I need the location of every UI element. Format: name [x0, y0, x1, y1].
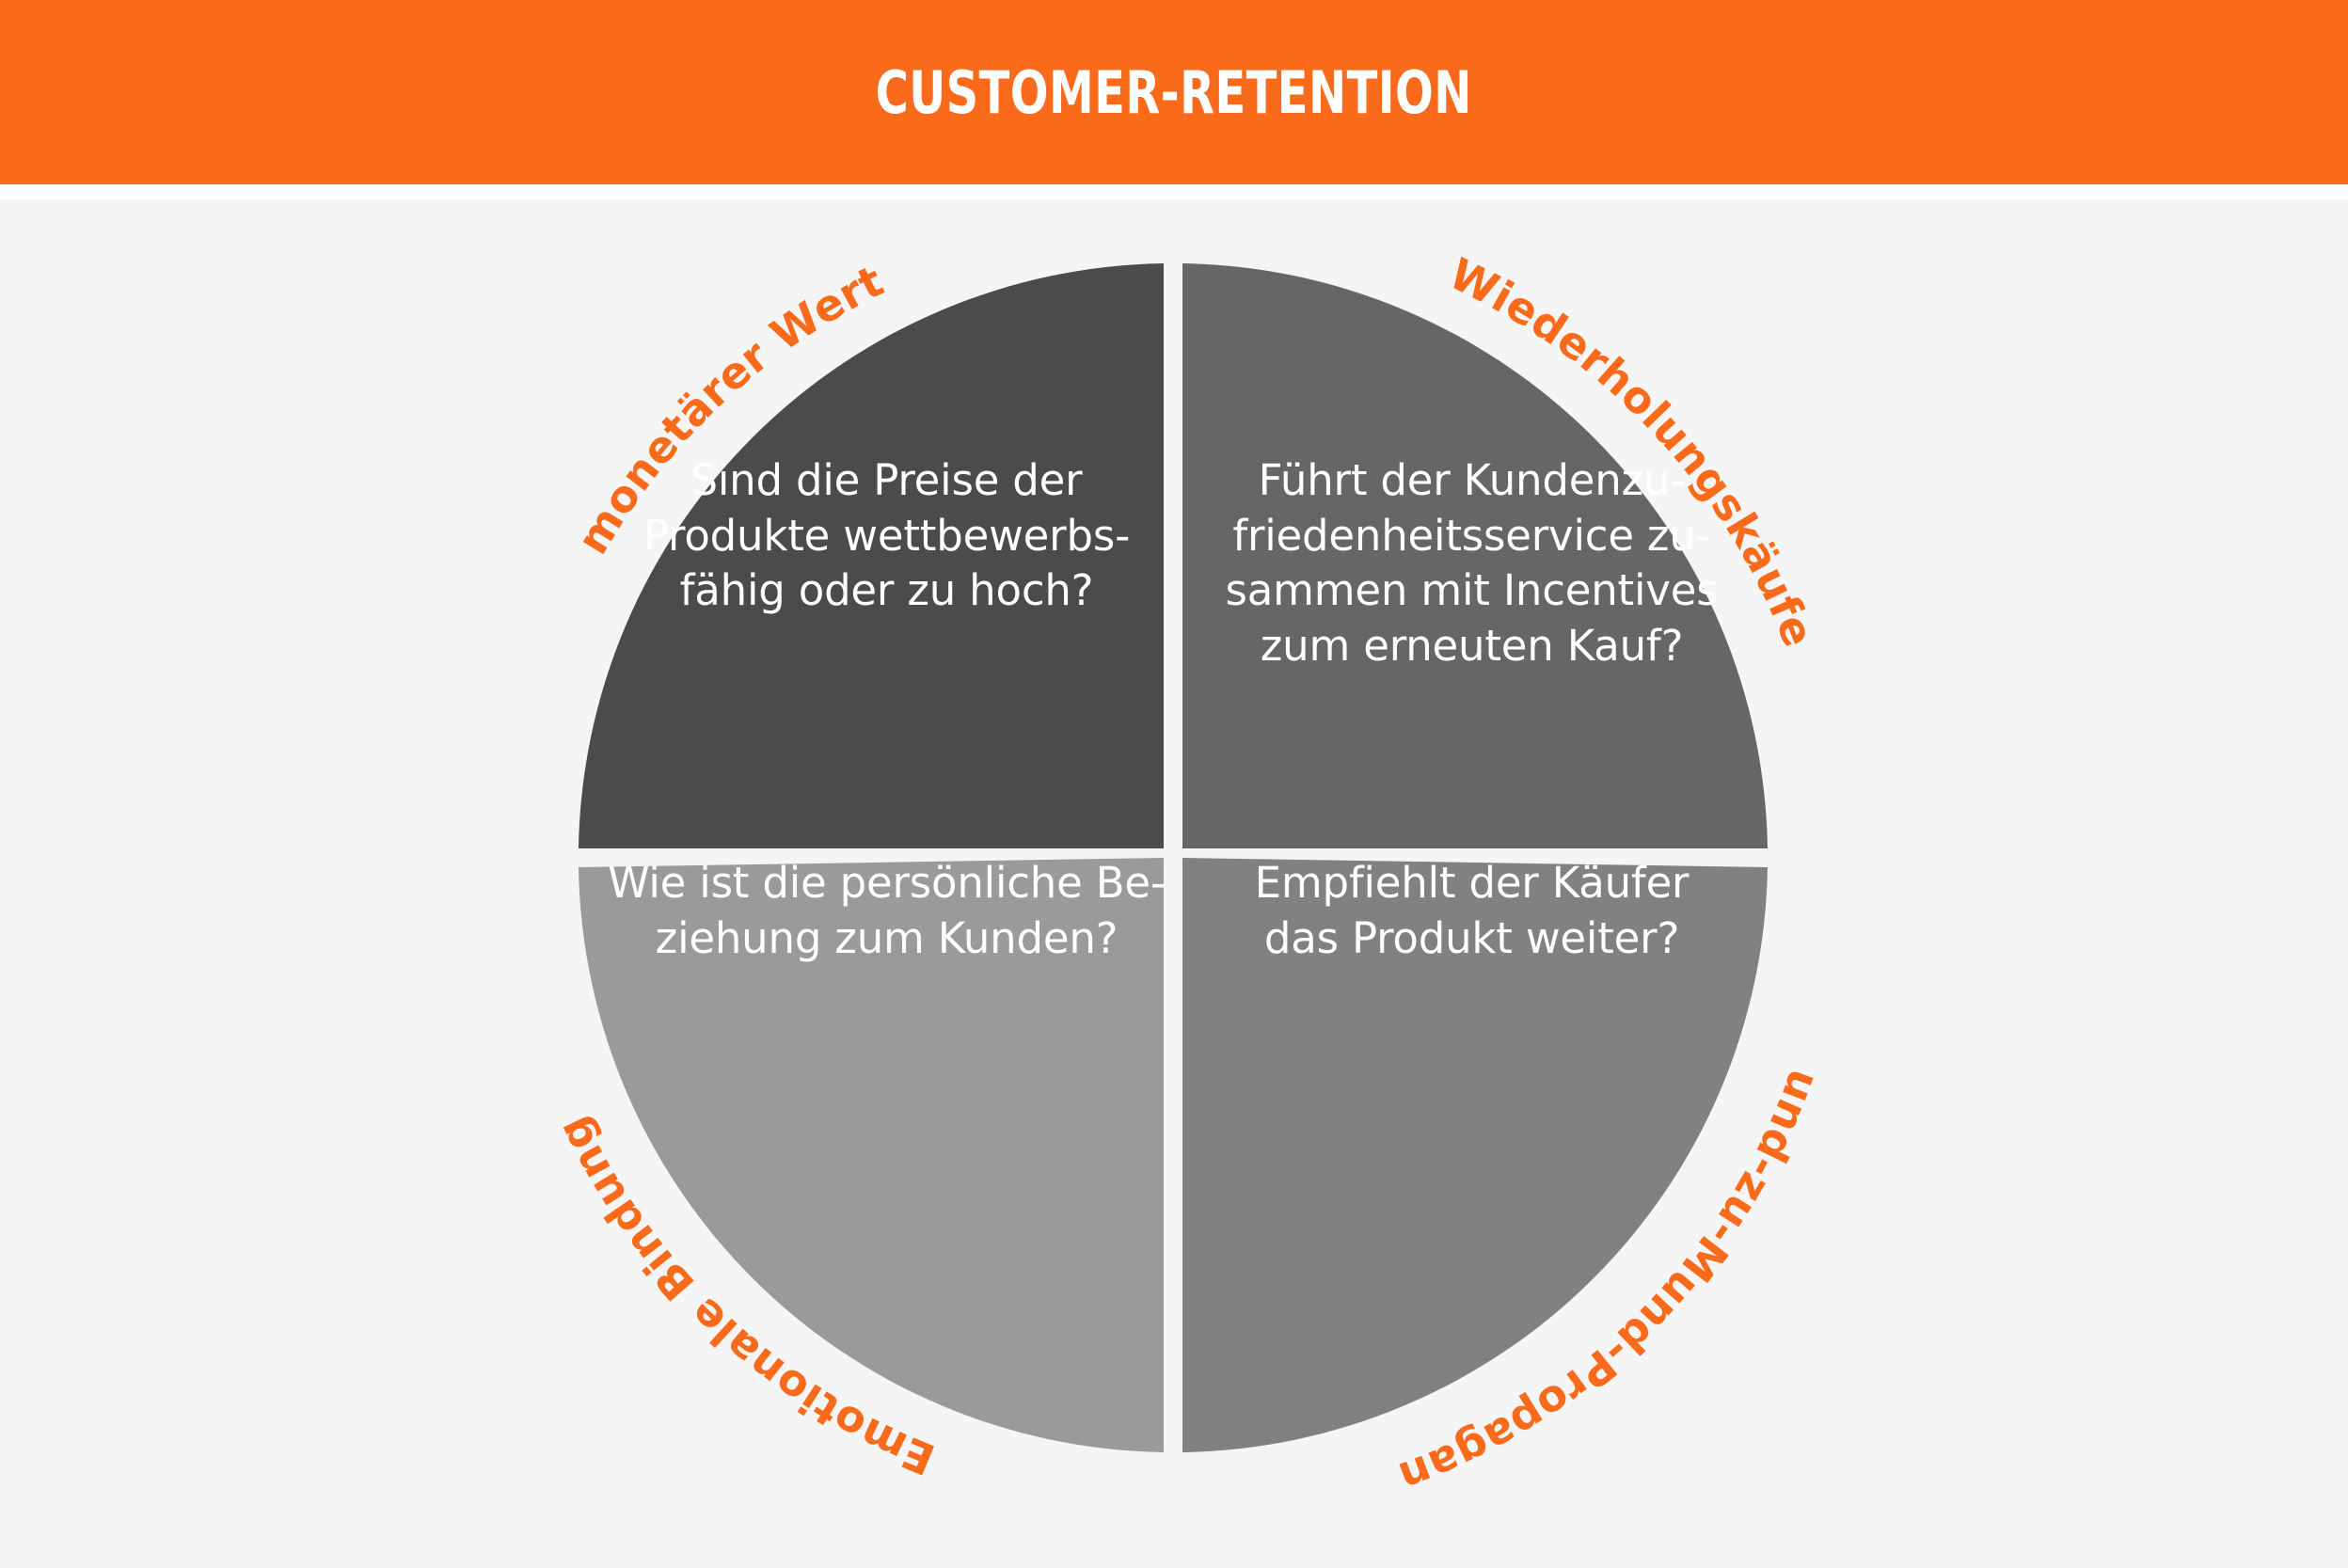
diagram-canvas: monetärer Wert Wiederholungskäufe Emotio…: [0, 199, 2348, 1568]
quadrant-top-right[interactable]: [1182, 263, 1768, 858]
quadrant-circle-diagram: monetärer Wert Wiederholungskäufe Emotio…: [0, 199, 2348, 1568]
quadrant-question-bottom-right: Empfiehlt der Käufer das Produkt weiter?: [1254, 858, 1690, 963]
quadrant-bottom-left[interactable]: [579, 858, 1164, 1452]
quadrant-question-bottom-left: Wie ist die persönliche Be- ziehung zum …: [608, 858, 1166, 963]
quadrant-question-top-right: Führt der Kundenzu- friedenheitsservice …: [1225, 455, 1719, 671]
header-bar: CUSTOMER-RETENTION: [0, 0, 2348, 184]
quadrant-top-left[interactable]: [579, 263, 1164, 858]
quadrant-bottom-right[interactable]: [1182, 858, 1768, 1452]
header-divider: [0, 184, 2348, 199]
quadrant-circle-svg: monetärer Wert Wiederholungskäufe Emotio…: [0, 199, 1830, 1503]
page-title: CUSTOMER-RETENTION: [875, 57, 1473, 127]
quadrant-question-top-left: Sind die Preise der Produkte wettbewerbs…: [643, 455, 1131, 615]
